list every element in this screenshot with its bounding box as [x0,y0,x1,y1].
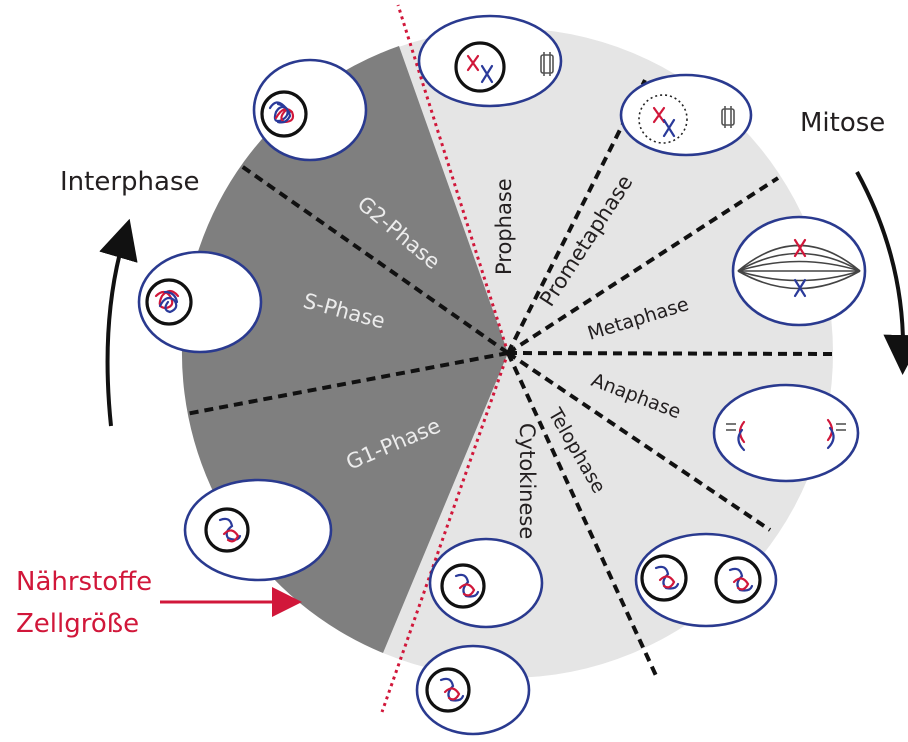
cell-anaphase [712,383,860,483]
cell-prometaphase [619,73,753,157]
cytokinese-label: Cytokinese [515,423,539,539]
zellgroesse-label: Zellgröße [16,609,139,639]
cell-cytokinese-lower [415,644,531,736]
phase-boundary-top [396,4,510,354]
prophase-label: Prophase [492,178,516,275]
mitose-label: Mitose [800,108,885,138]
cell-prophase [417,14,563,108]
cell-cytokinese-upper [428,537,544,629]
cell-metaphase [731,215,867,327]
phase-dividers [185,79,833,681]
cell-g2 [252,58,368,162]
naehrstoffe-label: Nährstoffe [16,567,152,597]
phase-boundary-bottom [380,352,510,713]
mitose-arrow [855,171,908,375]
cell-telophase [634,532,778,628]
interphase-label: Interphase [60,167,199,197]
cell-g1 [183,478,333,582]
interphase-arrow [99,218,138,427]
cell-s [137,250,263,354]
